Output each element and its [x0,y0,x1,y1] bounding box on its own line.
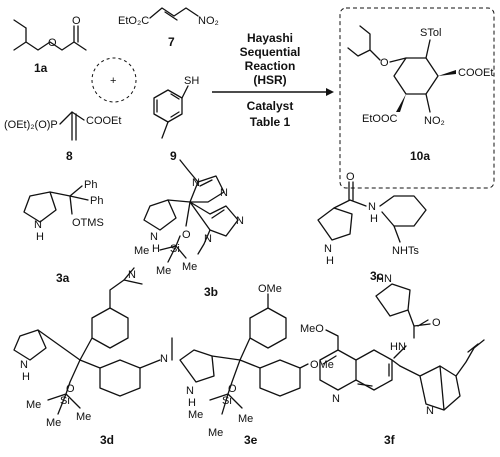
label-8: 8 [66,149,73,163]
atom-me3-3b: Me [182,261,197,273]
atom-nh1-3c: N [324,243,332,255]
atom-nh-3a: N [34,219,42,231]
compound-3e: N H OMe OMe O Si Me Me Me 3e [171,283,334,447]
atom-nh2-3c-h: H [370,213,378,225]
compound-7: EtO₂C NO₂ 7 [118,7,219,49]
atom-n1-3d: N [128,269,136,281]
compound-8: (OEt)₂(O)P COOEt 8 [4,111,121,163]
reaction-conditions: Hayashi Sequential Reaction (HSR) Cataly… [212,31,334,129]
atom-o-3c: O [346,171,355,183]
atom-n1-3b: N [192,177,200,189]
atom-n4-3b: N [204,233,212,245]
atom-nh1-3c-h: H [326,255,334,267]
label-3e: 3e [244,433,258,447]
label-3f: 3f [384,433,396,447]
atom-n2-3d: N [160,353,168,365]
atom-hn2-3f: HN [390,341,406,353]
atom-me1-3e: Me [188,409,203,421]
atom-stol: STol [420,27,441,39]
compound-3a: N H Ph Ph OTMS 3a [23,179,104,285]
rxn-catalyst-line-2: Table 1 [250,115,291,129]
plus-sign: + [91,57,137,103]
atom-sh: SH [184,75,199,87]
atom-ester-left: EtOOC [362,113,398,125]
compound-9: SH 9 [153,75,199,163]
atom-me2-3d: Me [46,417,61,429]
atom-o-3b: O [182,229,191,241]
atom-si-3d: Si [60,395,70,407]
atom-o-aldehyde: O [72,15,81,27]
atom-si-3b: Si [170,243,180,255]
plus-text: + [110,75,116,87]
atom-ome2-3e: OMe [310,359,334,371]
atom-ester-right: COOEt [458,67,493,79]
atom-n1-3f: N [332,393,340,405]
atom-nh2-3c: N [368,201,376,213]
product-box [339,7,495,189]
label-9: 9 [170,149,177,163]
atom-si-3e: Si [222,395,232,407]
atom-o-ether: O [48,37,57,49]
atom-phosphonate-8: (OEt)₂(O)P [4,119,58,131]
atom-n2-3b: N [220,187,228,199]
compound-3b: N H N N N N O Si Me Me Me 3b [134,159,244,299]
label-3c: 3c [370,269,384,283]
atom-o-3f: O [432,317,441,329]
atom-ph2-3a: Ph [90,195,103,207]
compound-3f: HN O HN MeO N N 3f [300,273,485,447]
label-3b: 3b [204,285,218,299]
rxn-title-line-2: Sequential [240,45,301,59]
atom-o-10a: O [380,57,389,69]
label-1a: 1a [34,61,48,75]
rxn-catalyst-line-1: Catalyst [247,99,294,113]
atom-nitro-10a: NO₂ [424,115,445,127]
atom-nh-3a-n: N [34,219,42,231]
atom-nh-3a-h: H [36,231,44,243]
compound-10a: STol COOEt O EtOOC NO₂ 10a [339,7,495,189]
atom-nh-3b: N [150,231,158,243]
rxn-title-line-4: (HSR) [253,73,286,87]
label-3d: 3d [100,433,114,447]
atom-nh-3e-h: H [188,397,196,409]
atom-nh-3b-h: H [152,243,160,255]
reaction-arrow-head [326,88,334,96]
atom-nh-3d: N [20,359,28,371]
atom-me3-3e: Me [238,413,253,425]
atom-hn1-3f: HN [376,273,392,285]
atom-nh-3d-h: H [22,371,30,383]
label-7: 7 [168,35,175,49]
atom-nh-3e: N [186,385,194,397]
rxn-title-line-3: Reaction [245,59,296,73]
atom-o-3d: O [66,383,75,395]
atom-meo-3f: MeO [300,323,324,335]
atom-ester-8: COOEt [86,115,121,127]
compound-3c: N H O N H NHTs 3c [317,171,427,283]
atom-nhts-3c: NHTs [392,245,419,257]
atom-me2-3b: Me [156,265,171,277]
atom-ester-7: EtO₂C [118,15,149,27]
atom-me1-3b: Me [134,245,149,257]
atom-me3-3d: Me [76,411,91,423]
label-10a: 10a [410,149,430,163]
label-3a: 3a [56,271,70,285]
compound-1a: O O 1a [13,15,87,75]
atom-nitro-7: NO₂ [198,15,219,27]
atom-me2-3e: Me [208,427,223,439]
atom-ome1-3e: OMe [258,283,282,295]
atom-n3-3b: N [236,215,244,227]
compound-3d: N H N N O Si Me Me Me 3d [13,267,168,447]
atom-me1-3d: Me [26,399,41,411]
atom-otms-3a: OTMS [72,217,104,229]
atom-n2-3f: N [426,405,434,417]
rxn-title-line-1: Hayashi [247,31,293,45]
atom-o-3e: O [228,383,237,395]
atom-ph1-3a: Ph [84,179,97,191]
